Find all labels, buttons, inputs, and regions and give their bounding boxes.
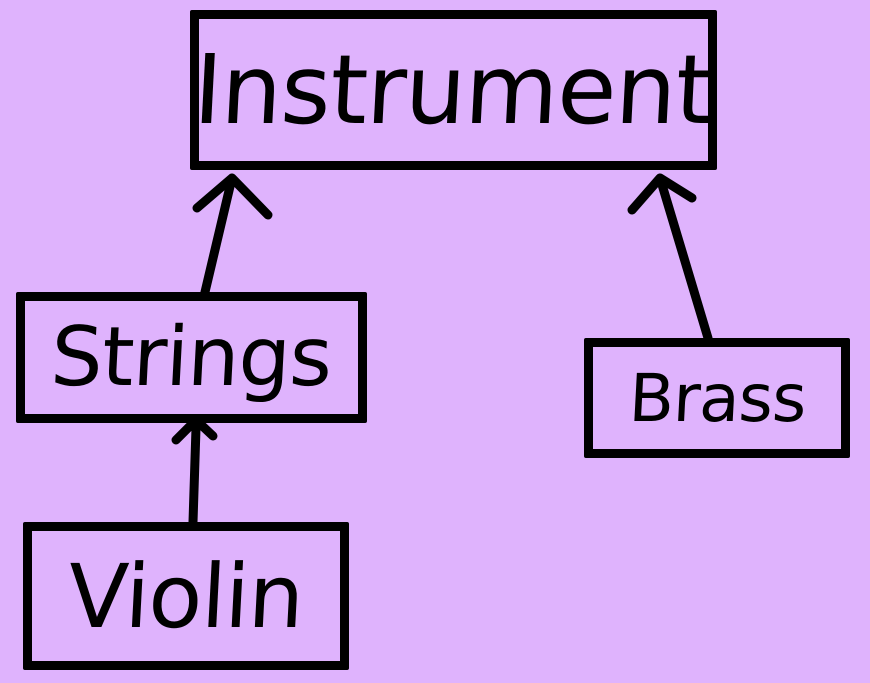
node-strings: Strings xyxy=(16,292,367,423)
node-instrument-label: Instrument xyxy=(191,34,716,146)
node-strings-label: Strings xyxy=(48,310,335,405)
node-brass: Brass xyxy=(584,338,850,458)
arrow-violin-to-strings xyxy=(171,415,218,527)
arrow-strings-to-instrument xyxy=(192,173,273,297)
node-instrument: Instrument xyxy=(190,10,717,170)
node-brass-label: Brass xyxy=(626,359,808,437)
arrow-brass-to-instrument xyxy=(627,173,713,343)
node-violin-label: Violin xyxy=(65,544,307,648)
node-violin: Violin xyxy=(23,522,349,670)
